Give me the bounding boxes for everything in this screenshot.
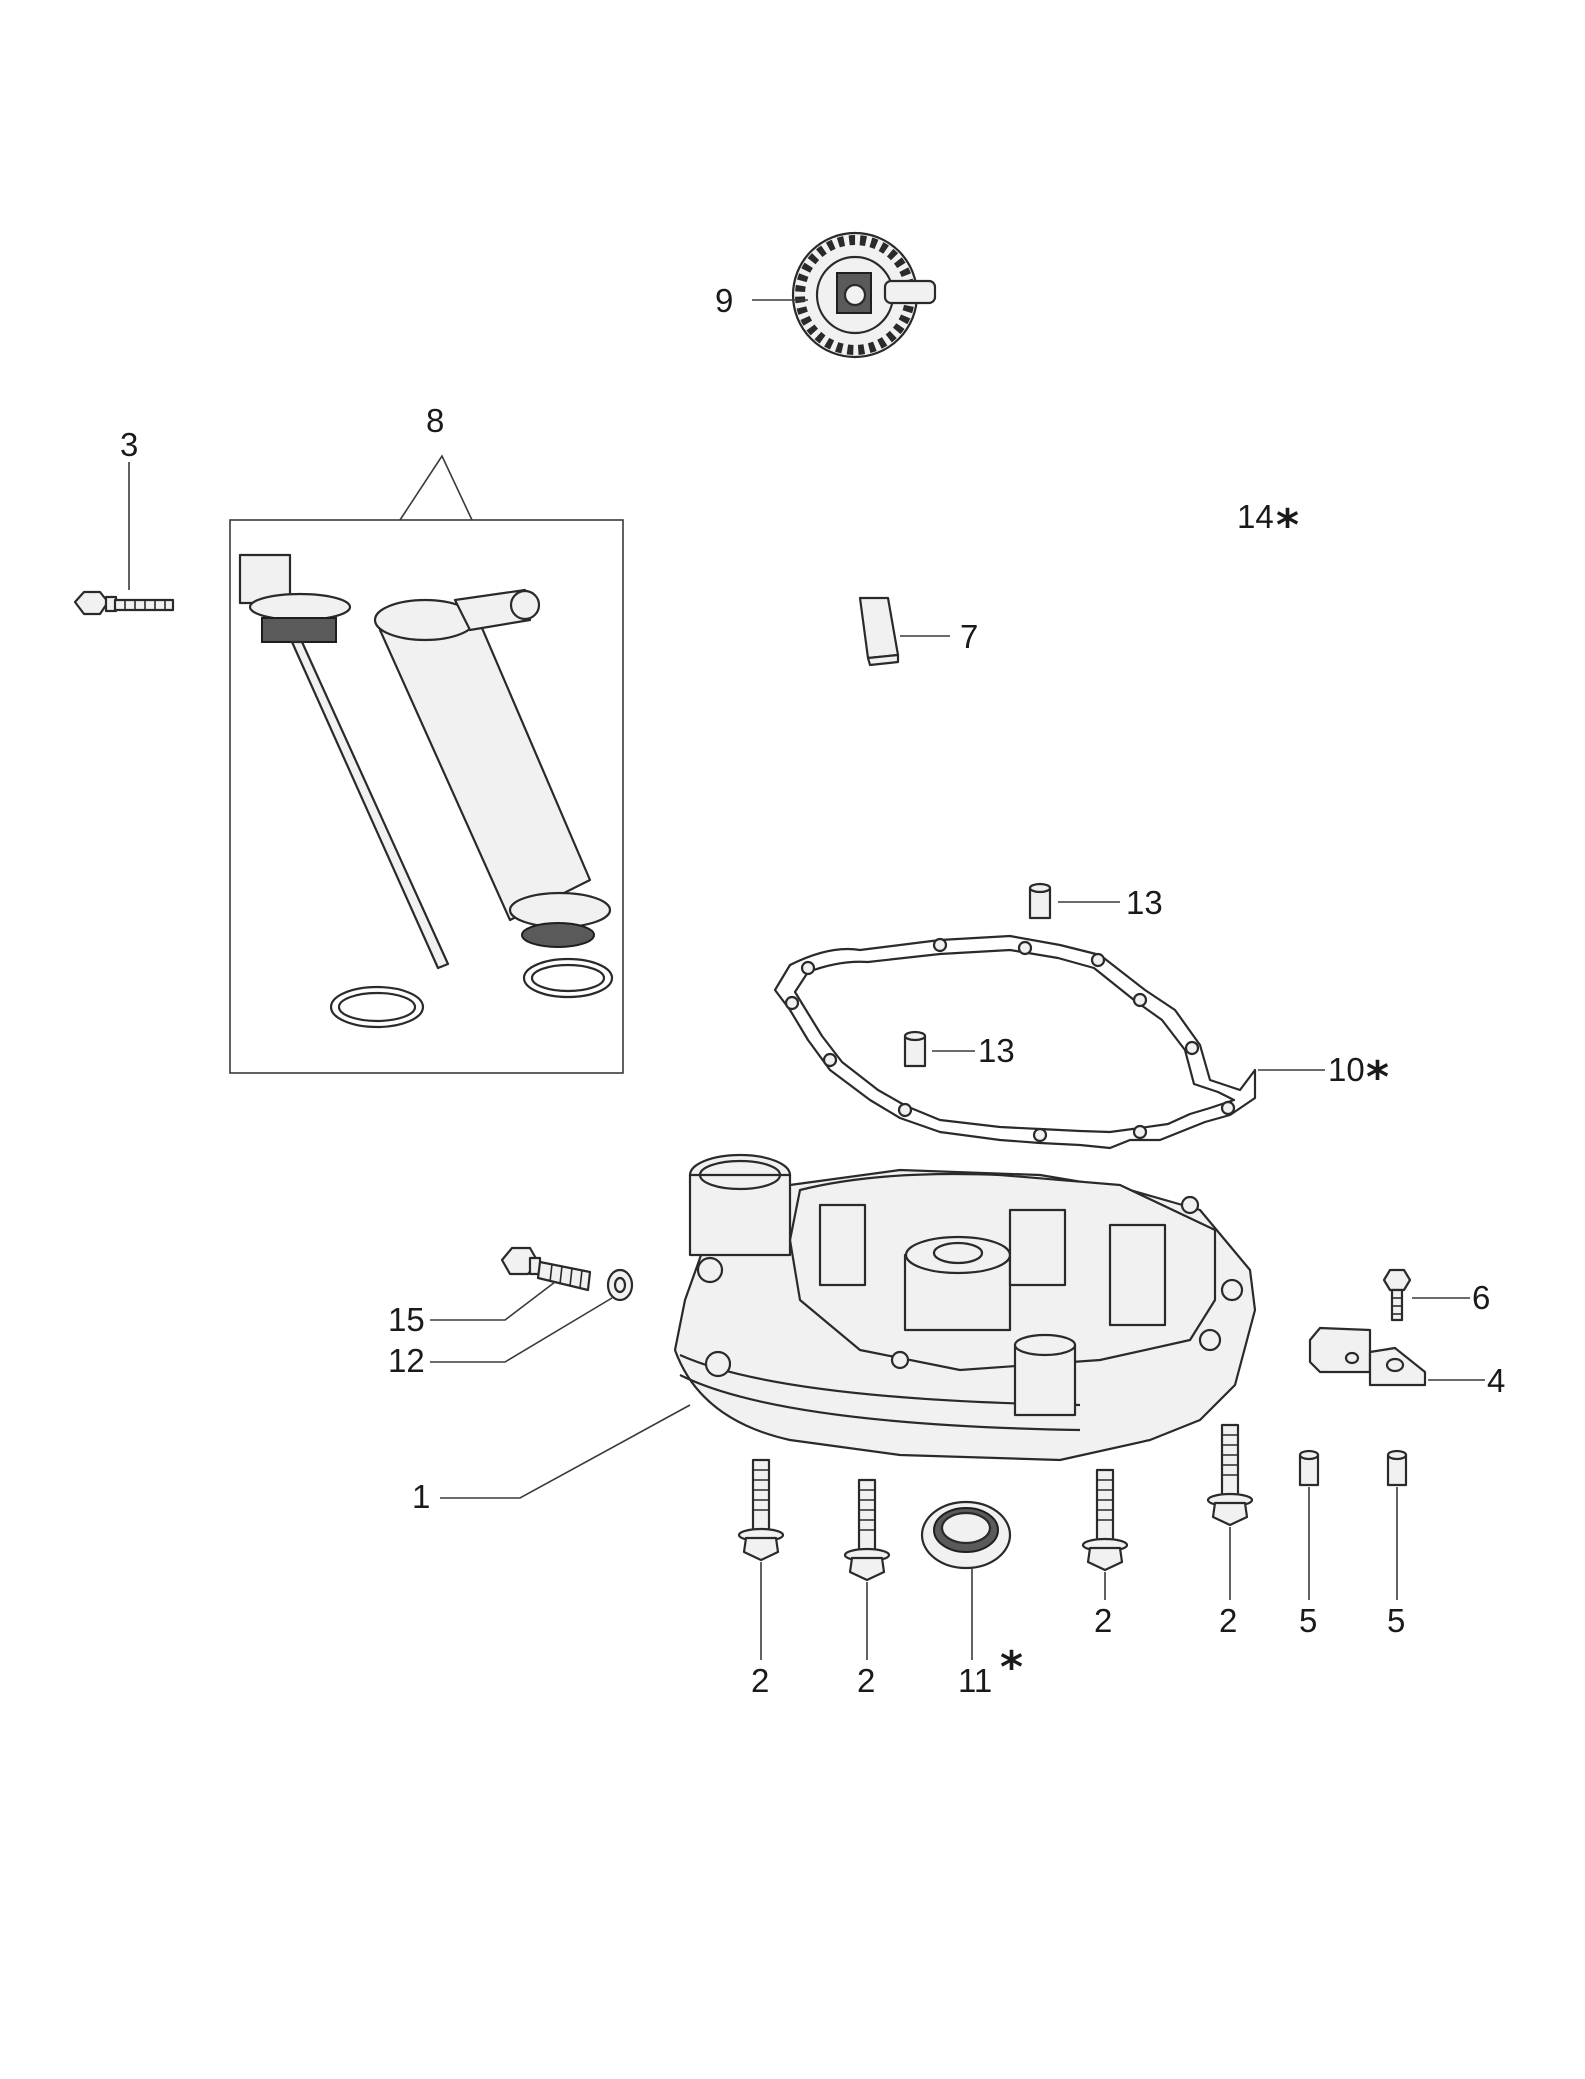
dowel-pin-5b-part[interactable]: [1386, 1449, 1408, 1487]
callout-14: 14: [1237, 498, 1274, 535]
callout-2c: 2: [1094, 1602, 1112, 1639]
star-11: *: [1000, 1642, 1023, 1693]
callout-12: 12: [388, 1342, 425, 1379]
callout-1: 1: [412, 1478, 430, 1515]
callout-9: 9: [715, 282, 733, 319]
crankcase-cover-part[interactable]: [673, 1153, 1257, 1462]
callout-3: 3: [120, 426, 138, 463]
callout-2d: 2: [1219, 1602, 1237, 1639]
dowel-pin-5a-part[interactable]: [1298, 1449, 1320, 1487]
flywheel-key-part[interactable]: [858, 596, 900, 667]
dowel-pin-upper-part[interactable]: [1028, 882, 1052, 920]
callout-5a: 5: [1299, 1602, 1317, 1639]
callout-6: 6: [1472, 1279, 1490, 1316]
leader-15: [430, 1281, 556, 1321]
callout-15: 15: [388, 1301, 425, 1338]
oil-seal-part[interactable]: [920, 1500, 1012, 1570]
callout-8: 8: [426, 402, 444, 439]
governor-gear-part[interactable]: [791, 231, 937, 359]
callout-11: 11: [958, 1662, 992, 1699]
star-10: *: [1366, 1052, 1389, 1103]
callout-2a: 2: [751, 1662, 769, 1699]
cover-bolt-part[interactable]: [500, 1246, 592, 1292]
callout-4: 4: [1487, 1362, 1505, 1399]
leader-12: [430, 1297, 613, 1363]
bracket-screw-part[interactable]: [1382, 1268, 1412, 1322]
dipstick-kit-frame: [229, 519, 624, 1074]
crankcase-gasket-part[interactable]: [773, 934, 1257, 1150]
cover-bolt-2d-part[interactable]: [1206, 1423, 1254, 1527]
callout-2b: 2: [857, 1662, 875, 1699]
callout-10: 10: [1328, 1051, 1365, 1088]
leader-1: [440, 1404, 691, 1499]
dipstick-part[interactable]: [238, 553, 450, 1029]
dipstick-tube-part[interactable]: [373, 588, 614, 999]
flange-bolt-part[interactable]: [73, 590, 175, 616]
cover-bolt-2c-part[interactable]: [1081, 1468, 1129, 1572]
sealing-washer-part[interactable]: [606, 1268, 634, 1302]
mounting-bracket-part[interactable]: [1308, 1326, 1427, 1387]
star-14: *: [1276, 500, 1299, 551]
cover-bolt-2b-part[interactable]: [843, 1478, 891, 1582]
dowel-pin-lower-part[interactable]: [903, 1030, 927, 1068]
callout-5b: 5: [1387, 1602, 1405, 1639]
callout-7: 7: [960, 618, 978, 655]
leader-8: [399, 454, 473, 521]
cover-bolt-2a-part[interactable]: [737, 1458, 785, 1562]
callout-13b: 13: [978, 1032, 1015, 1069]
callout-13a: 13: [1126, 884, 1163, 921]
